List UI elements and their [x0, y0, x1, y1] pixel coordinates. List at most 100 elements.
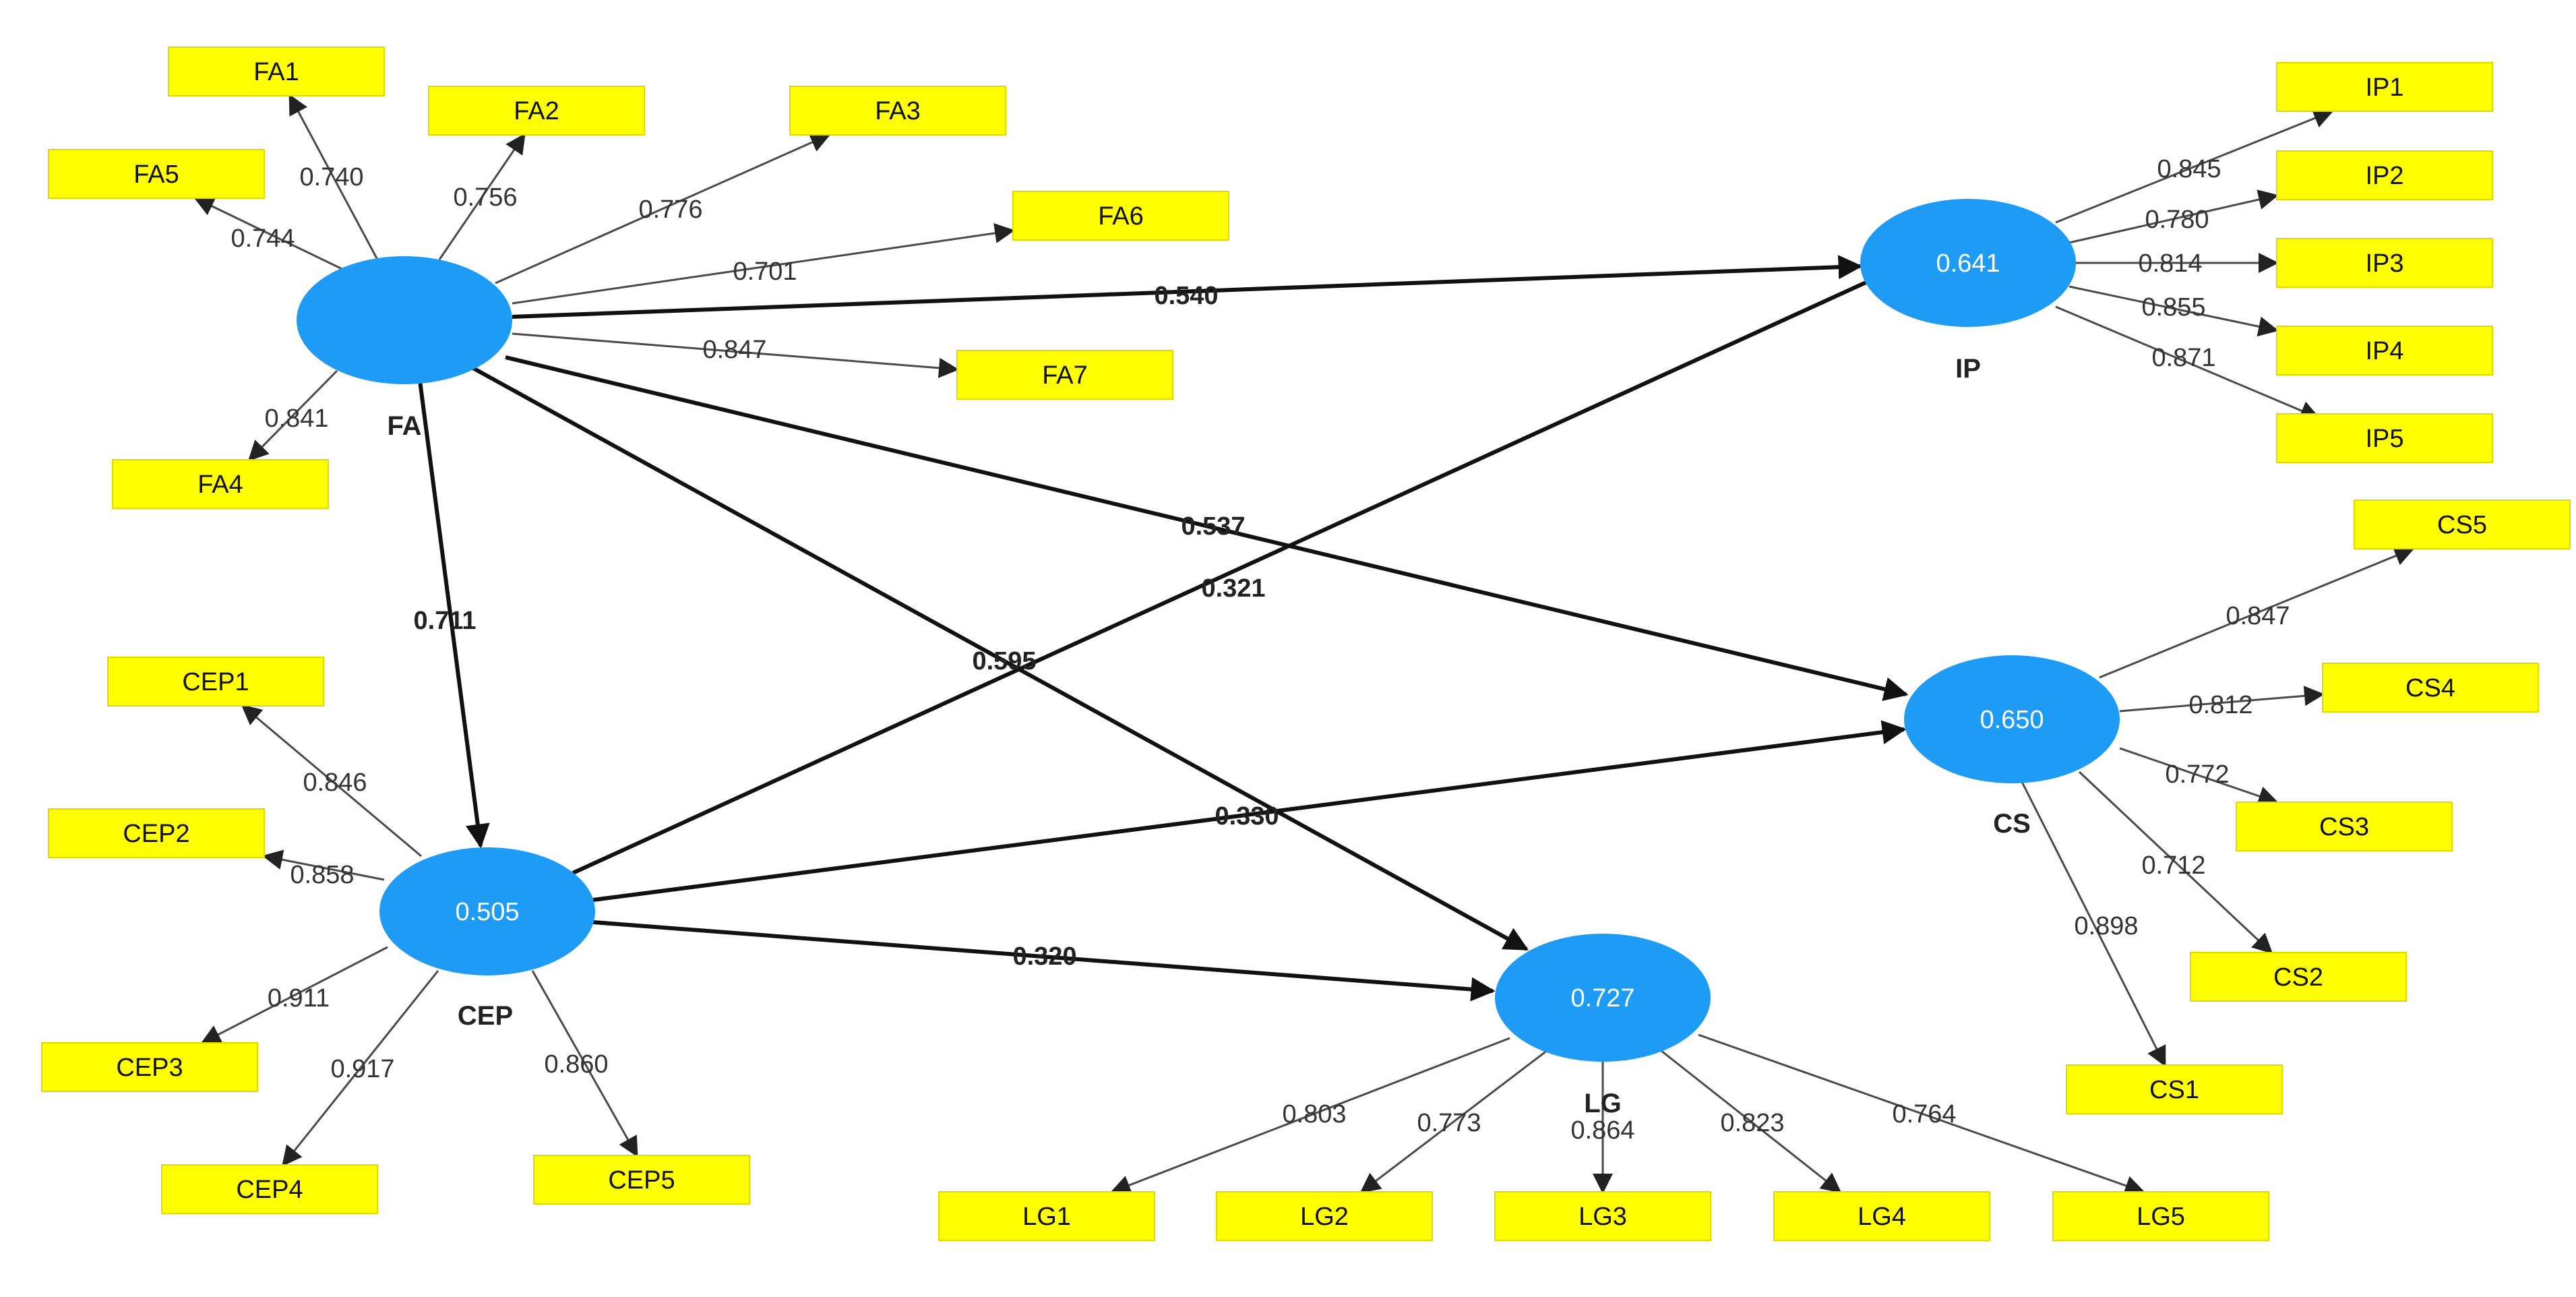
indicator-ip5[interactable]: IP5	[2276, 413, 2493, 463]
indicator-box	[1773, 1191, 1990, 1241]
indicator-label: FA6	[1098, 202, 1144, 231]
loading-arrow-fa2	[438, 133, 526, 260]
indicator-label: CS4	[2405, 674, 2455, 702]
indicator-label: FA7	[1042, 361, 1088, 390]
indicator-cs2[interactable]: CS2	[2190, 952, 2407, 1002]
latent-name: FA	[387, 411, 421, 441]
indicator-fa5[interactable]: FA5	[48, 149, 265, 199]
indicator-label: FA4	[197, 471, 243, 499]
indicator-box	[2276, 62, 2493, 112]
indicator-label: CS3	[2319, 813, 2369, 841]
indicator-cs5[interactable]: CS5	[2354, 500, 2571, 549]
path-arrow-fa-cs	[505, 355, 1909, 701]
latent-circle	[379, 847, 595, 975]
path-arrow-cep-lg	[592, 920, 1496, 1002]
indicator-box	[112, 459, 329, 509]
indicator-label: IP3	[2365, 249, 2403, 278]
latent-name: IP	[1955, 354, 1981, 384]
indicator-lg4[interactable]: LG4	[1773, 1191, 1990, 1241]
path-coefficient-fa-cep: 0.711	[414, 607, 477, 635]
loading-arrow-cep5	[531, 970, 638, 1157]
loading-arrow-fa7	[512, 332, 959, 378]
indicator-cep3[interactable]: CEP3	[41, 1042, 258, 1092]
indicator-box	[161, 1164, 378, 1214]
loading-arrow-cep4	[282, 970, 439, 1167]
indicator-cep4[interactable]: CEP4	[161, 1164, 378, 1214]
indicator-label: CEP2	[123, 820, 189, 848]
indicator-box	[2322, 663, 2539, 713]
loading-arrow-fa5	[193, 197, 351, 274]
loading-label-cep5: 0.860	[544, 1050, 608, 1079]
loading-arrow-cs5	[2099, 546, 2415, 679]
loading-label-lg1: 0.803	[1282, 1100, 1346, 1128]
r-squared-value: 0.505	[455, 898, 519, 926]
indicator-fa1[interactable]: FA1	[168, 47, 385, 96]
indicator-fa3[interactable]: FA3	[789, 86, 1006, 135]
indicator-lg1[interactable]: LG1	[938, 1191, 1155, 1241]
indicator-ip4[interactable]: IP4	[2276, 326, 2493, 375]
indicator-box	[2276, 413, 2493, 463]
latent-circle	[1904, 655, 2120, 783]
indicator-label: FA1	[253, 58, 299, 86]
loading-label-fa1: 0.740	[299, 163, 363, 191]
indicator-lg5[interactable]: LG5	[2052, 1191, 2269, 1241]
path-coefficient-fa-cs: 0.537	[1181, 512, 1245, 541]
indicator-lg3[interactable]: LG3	[1494, 1191, 1711, 1241]
loading-label-cep1: 0.846	[303, 768, 367, 797]
indicator-label: LG2	[1300, 1203, 1349, 1231]
loading-label-lg5: 0.764	[1892, 1100, 1956, 1128]
loading-label-lg4: 0.823	[1720, 1109, 1784, 1137]
loading-label-cep4: 0.917	[330, 1055, 394, 1083]
indicator-label: IP5	[2365, 425, 2403, 453]
indicator-cep1[interactable]: CEP1	[107, 657, 324, 706]
loading-label-fa5: 0.744	[231, 224, 295, 253]
indicator-cep5[interactable]: CEP5	[533, 1155, 750, 1205]
loading-label-lg3: 0.864	[1570, 1116, 1634, 1145]
loading-label-cs4: 0.812	[2188, 691, 2252, 719]
loading-label-ip5: 0.871	[2151, 344, 2215, 372]
indicator-ip3[interactable]: IP3	[2276, 238, 2493, 288]
indicator-box	[1012, 191, 1229, 241]
indicator-fa7[interactable]: FA7	[956, 350, 1173, 400]
indicator-box	[168, 47, 385, 96]
loading-arrow-fa6	[512, 223, 1015, 305]
indicator-label: CS2	[2273, 963, 2323, 992]
indicator-label: CEP4	[236, 1176, 303, 1204]
loading-label-cep2: 0.858	[290, 861, 354, 889]
indicator-cs4[interactable]: CS4	[2322, 663, 2539, 713]
indicator-cs1[interactable]: CS1	[2066, 1064, 2283, 1114]
indicator-ip2[interactable]: IP2	[2276, 150, 2493, 200]
loading-arrow-lg5	[1698, 1033, 2145, 1196]
indicator-lg2[interactable]: LG2	[1216, 1191, 1433, 1241]
edges-layer	[193, 94, 2415, 1196]
indicator-fa4[interactable]: FA4	[112, 459, 329, 509]
indicator-box	[48, 149, 265, 199]
indicator-fa6[interactable]: FA6	[1012, 191, 1229, 241]
loading-label-cs3: 0.772	[2165, 760, 2229, 789]
loading-label-ip3: 0.814	[2138, 249, 2202, 278]
indicator-fa2[interactable]: FA2	[428, 86, 645, 135]
indicator-ip1[interactable]: IP1	[2276, 62, 2493, 112]
indicator-label: CEP5	[608, 1166, 675, 1195]
loading-arrow-cep3	[200, 946, 388, 1044]
indicator-cep2[interactable]: CEP2	[48, 808, 265, 858]
indicator-box	[1494, 1191, 1711, 1241]
indicator-label: LG3	[1578, 1203, 1627, 1231]
indicator-box	[2354, 500, 2571, 549]
loading-label-cs5: 0.847	[2226, 602, 2290, 630]
indicator-box	[1216, 1191, 1433, 1241]
loading-arrow-lg4	[1657, 1047, 1842, 1193]
path-arrow-cep-cs	[592, 720, 1907, 902]
indicator-box	[2236, 802, 2453, 851]
indicator-cs3[interactable]: CS3	[2236, 802, 2453, 851]
latent-name: CEP	[458, 1001, 513, 1031]
latent-variable-fa[interactable]: FA	[297, 256, 512, 441]
loading-arrow-cs2	[2078, 771, 2273, 955]
indicator-label: CEP3	[116, 1054, 183, 1082]
loading-label-ip4: 0.855	[2141, 293, 2205, 322]
